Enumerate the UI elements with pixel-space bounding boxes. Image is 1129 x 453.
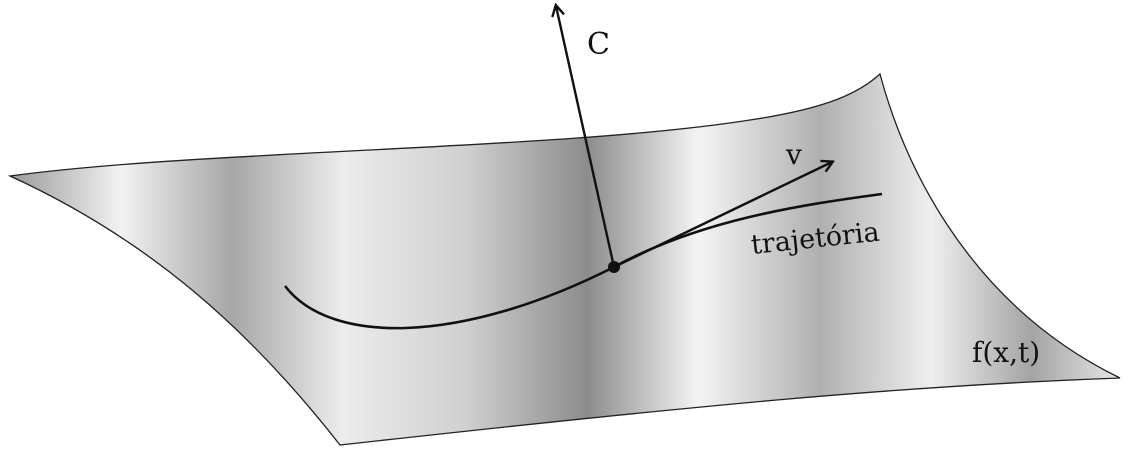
- trajectory-curve: [283, 192, 883, 330]
- normal-vector-c: [556, 6, 616, 268]
- trajectory-point: [608, 261, 620, 273]
- surface-sheet: [7, 72, 1121, 446]
- velocity-vector-v: [613, 162, 832, 269]
- surface-label: f(x,t): [972, 336, 1040, 369]
- velocity-vector-label: v: [785, 138, 802, 171]
- normal-vector-label: C: [587, 27, 610, 62]
